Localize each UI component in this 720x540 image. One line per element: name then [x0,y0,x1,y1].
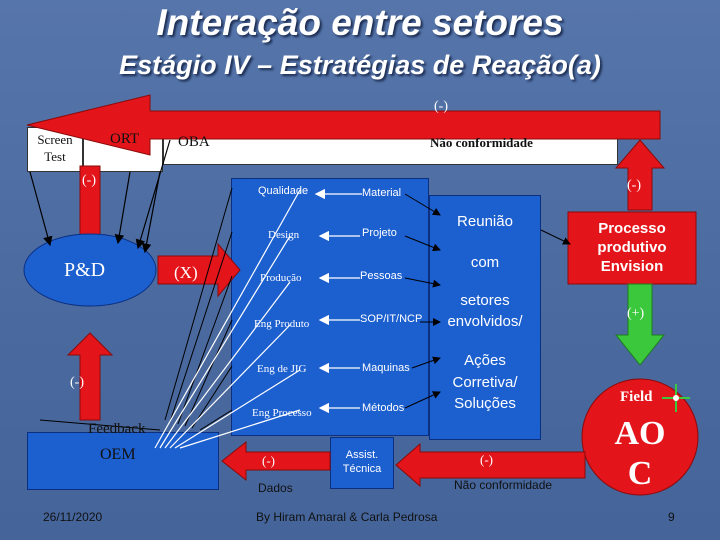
date-label: 26/11/2020 [43,510,103,524]
reuniao-line-7: Soluções [454,395,516,412]
reuniao-line-2: com [470,254,500,271]
setor-eng-processo: Eng Processo [252,407,312,419]
left-upper-arrow-label: (-) [82,173,96,188]
reuniao-line-6: Corretiva/ [452,374,518,391]
area-sop: SOP/IT/NCP [360,313,423,325]
page-number: 9 [668,510,675,524]
area-projeto: Projeto [362,227,397,239]
nao-conformidade-top-label: Não conformidade [430,135,533,150]
reuniao-line-5: Ações [464,352,506,369]
assist-tecnica-box [330,437,394,489]
top-arrow-label: (-) [434,99,448,114]
top-red-arrow [26,94,661,156]
field-label: Field [620,389,653,405]
area-pessoas: Pessoas [360,270,403,282]
reuniao-line-1: Reunião [457,213,513,230]
aoc-line-2: C [627,455,653,492]
left-lower-red-arrow [66,332,114,421]
reuniao-box [429,195,541,440]
nao-conformidade-bottom-label: Não conformidade [454,478,553,492]
oem-label: OEM [100,446,136,463]
slide-subtitle: Estágio IV – Estratégias de Reação(a) [119,50,601,80]
star-icon [662,384,690,412]
processo-label: Processo produtivo Envision [597,220,667,275]
processo-box [567,211,697,285]
dados-red-arrow [221,440,331,482]
right-upper-arrow-label: (-) [627,178,641,193]
dados-arrow-label: (-) [262,453,275,468]
dados-label: Dados [258,481,293,495]
aoc-circle [581,378,699,496]
setor-eng-jig: Eng de JIG [257,363,307,375]
setor-producao: Produção [260,272,302,284]
area-maquinas: Maquinas [362,362,410,374]
bottom-red-arrow [395,442,586,488]
aoc-line-1: AO [614,415,666,452]
plus-arrow-label: (+) [627,306,645,321]
pd-label: P&D [64,259,106,281]
slide-title: Interação entre setores [156,2,564,43]
setor-eng-produto: Eng Produto [254,318,310,330]
setor-design: Design [268,229,300,241]
area-metodos: Métodos [362,402,405,414]
oem-box [27,432,219,490]
screen-test-label: Screen Test [37,132,73,164]
reuniao-line-4: envolvidos/ [447,313,523,330]
footer-label: By Hiram Amaral & Carla Pedrosa [256,510,438,524]
assist-tecnica-label: Assist. Técnica [342,449,382,475]
right-upper-red-arrow [614,139,666,211]
ort-label: ORT [110,131,140,147]
area-material: Material [362,187,402,199]
feedback-label: Feedback [88,421,146,437]
reuniao-line-3: setores [460,292,510,309]
bottom-arrow-label: (-) [480,452,493,467]
pd-ellipse [23,233,157,307]
green-plus-arrow [614,283,666,366]
x-arrow-label: (X) [174,263,198,282]
setor-qualidade: Qualidade [258,185,309,197]
oba-label: OBA [178,134,210,150]
left-lower-arrow-label: (-) [70,375,84,390]
